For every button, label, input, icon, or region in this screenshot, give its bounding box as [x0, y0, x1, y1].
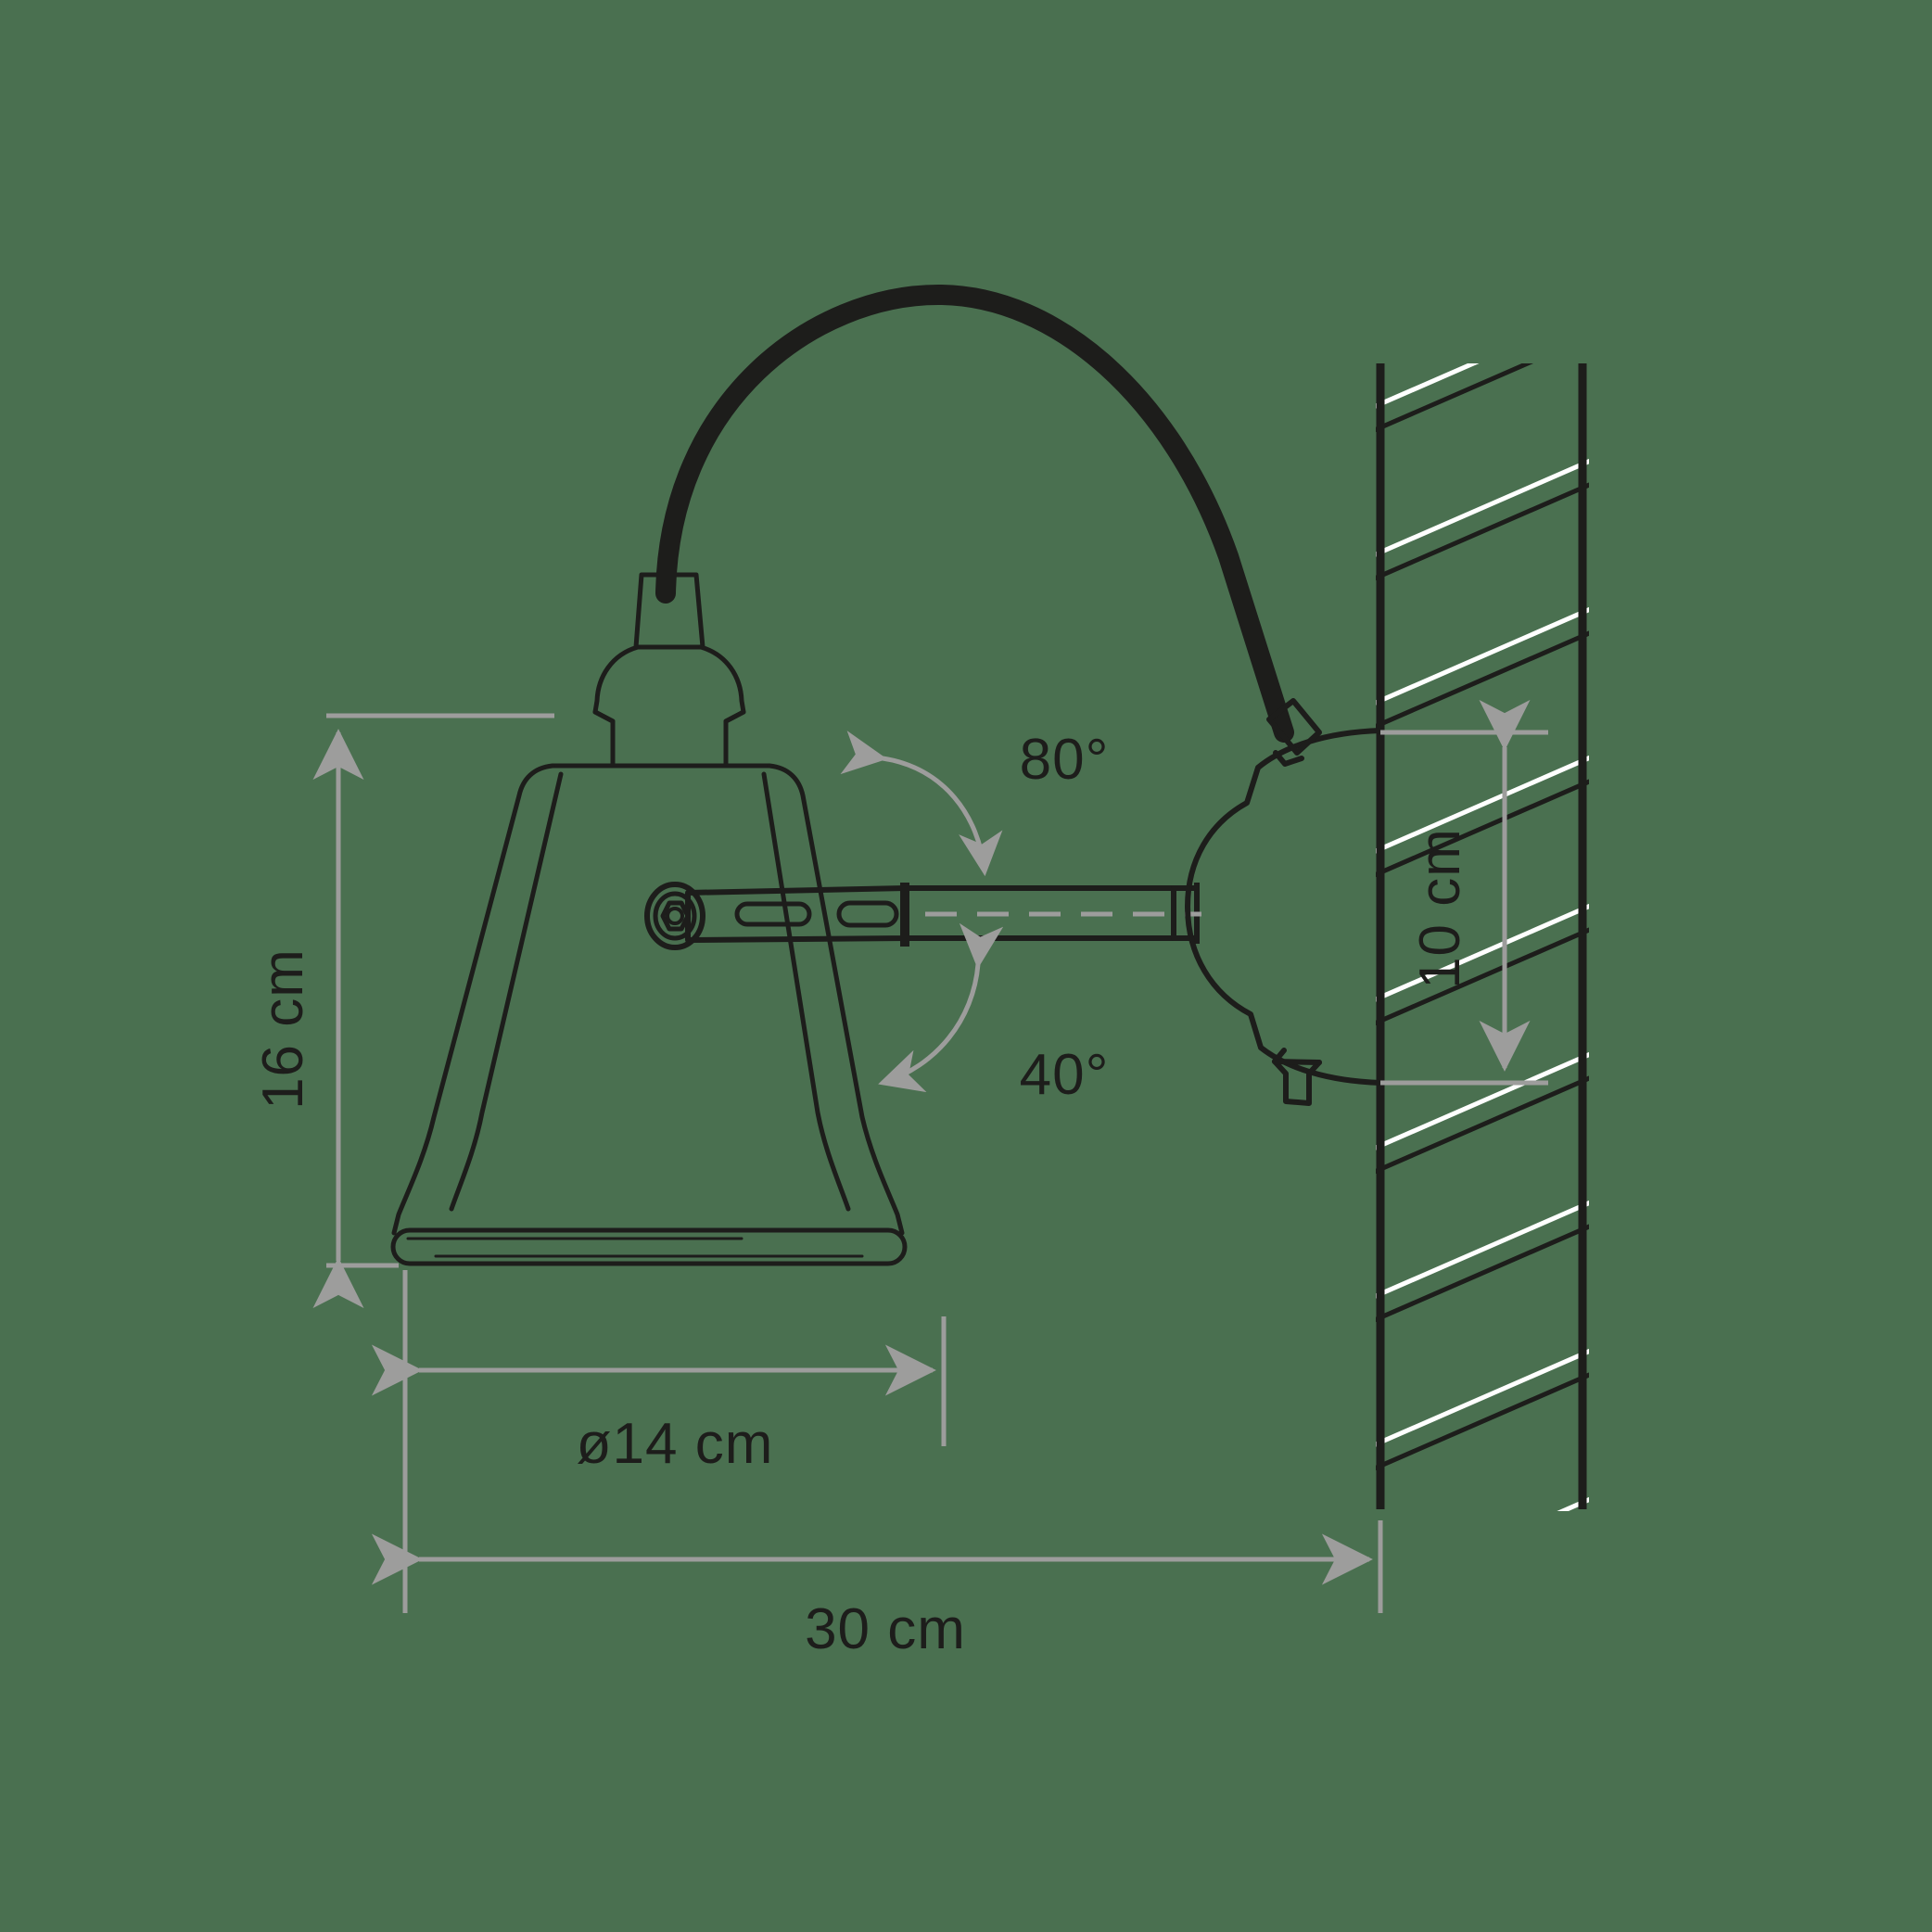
dimension-bracket-height: [1380, 699, 1548, 1086]
label-angle-80: 80°: [1020, 728, 1110, 792]
bracket: [1171, 698, 1383, 1106]
slot-b: [836, 900, 899, 928]
label-angle-40: 40°: [1020, 1043, 1110, 1107]
pivot-bolt: [644, 882, 705, 950]
angle-arc-40: [878, 922, 1004, 1093]
clamp-screw-head: [1272, 1059, 1322, 1065]
label-bracket-height: 10 cm: [1408, 828, 1472, 989]
shade-inner-left: [449, 771, 564, 1212]
cable-gland-neck: [1273, 750, 1304, 767]
cable: [655, 284, 1294, 743]
dimension-layer: [312, 699, 1548, 1613]
shade-rim: [390, 1227, 908, 1266]
pivot-bolt-ring: [653, 891, 697, 941]
angle-layer: [840, 731, 1004, 1093]
angle-arc-80: [840, 731, 1003, 877]
shade-shoulder: [592, 644, 746, 769]
pivot-hex-socket: [660, 900, 691, 932]
bracket-body: [1185, 728, 1383, 1086]
cable-gland: [1266, 698, 1322, 756]
arm: [644, 882, 1201, 950]
shade-rim-inner-line: [406, 1237, 864, 1258]
wall-hatching: [1376, 363, 1589, 1511]
label-projection: 30 cm: [805, 1597, 966, 1661]
pivot-hex-center: [666, 907, 684, 925]
label-shade-diameter: ø14 cm: [577, 1412, 774, 1476]
dimension-projection: [371, 1298, 1383, 1613]
slot-a: [734, 901, 812, 927]
shade-left-profile: [391, 763, 555, 1236]
shade-shoulder-notch-left: [592, 709, 616, 724]
dimension-height: [312, 713, 554, 1309]
shade-inner-right: [761, 771, 851, 1212]
wall: [1376, 363, 1589, 1511]
shade-right-profile: [767, 763, 905, 1236]
shade-shoulder-notch-right: [723, 709, 746, 724]
bracket-arm-socket: [1171, 885, 1190, 941]
shade: [390, 572, 908, 1266]
arm-flat: [685, 885, 908, 943]
label-height: 16 cm: [251, 948, 315, 1110]
